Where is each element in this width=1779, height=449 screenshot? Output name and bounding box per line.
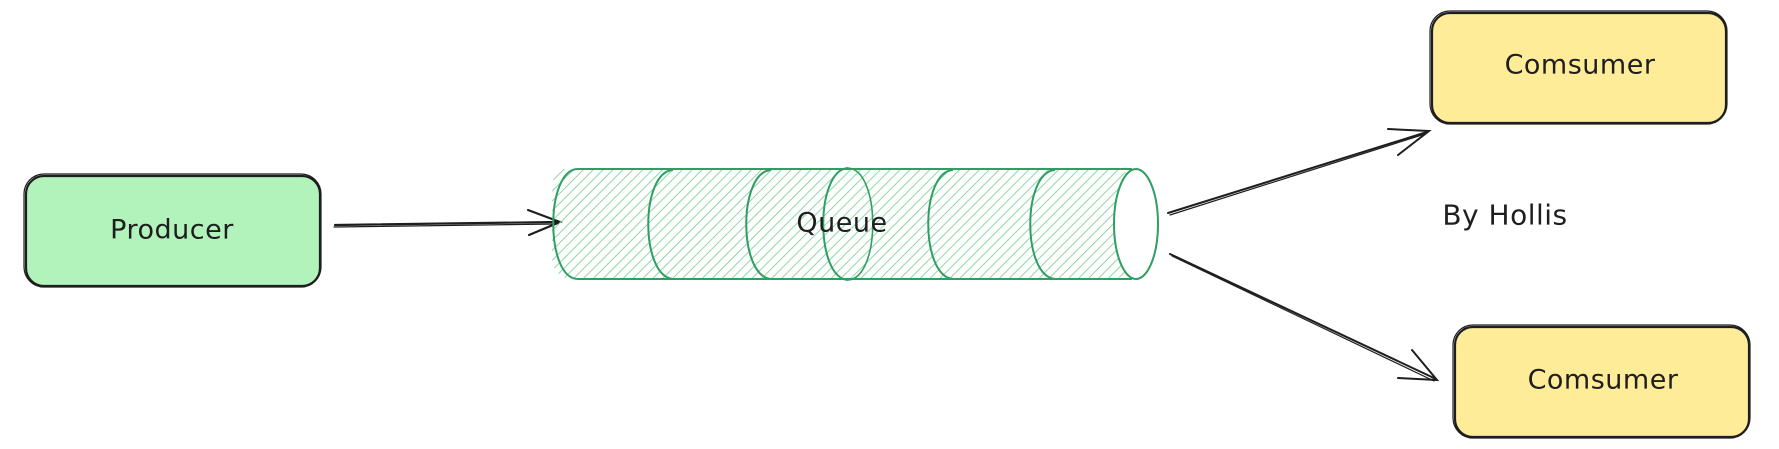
consumer-bottom-label: Comsumer bbox=[1527, 364, 1679, 396]
producer-label: Producer bbox=[110, 214, 234, 246]
arrow-queue-to-consumer-top bbox=[1167, 128, 1432, 216]
producer-node[interactable] bbox=[23, 173, 322, 288]
queue-node[interactable] bbox=[552, 167, 1159, 281]
consumer-bottom-node[interactable] bbox=[1452, 324, 1751, 439]
author-annotation: By Hollis bbox=[1442, 198, 1568, 232]
arrow-producer-to-queue bbox=[333, 208, 563, 237]
queue-label: Queue bbox=[796, 207, 888, 239]
arrow-queue-to-consumer-bottom bbox=[1169, 253, 1440, 382]
consumer-top-node[interactable] bbox=[1429, 10, 1728, 125]
consumer-top-label: Comsumer bbox=[1504, 49, 1656, 81]
